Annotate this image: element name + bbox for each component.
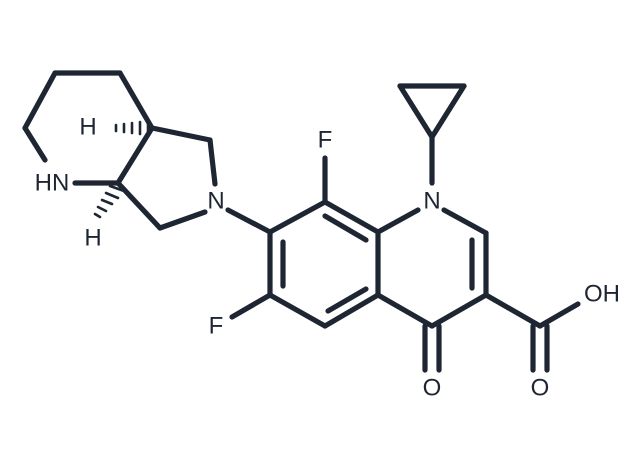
pyridone-ring [375,207,489,329]
atom-f-top: F [318,127,333,154]
stereo-hash-lower [93,184,126,219]
atom-o-acid: O [531,375,550,402]
atom-h-upper: H [79,114,96,141]
f-left-bond [229,292,273,320]
atom-f-left: F [209,313,224,340]
carboxylic-acid-group [483,292,581,373]
atom-n-ring: N [423,188,440,215]
atom-h-lower: H [84,225,101,252]
n-aryl-bond [225,207,273,235]
atom-nh: HN [35,170,70,197]
atom-o-ketone: O [423,375,442,402]
pyrrolidine-ring [115,125,218,231]
atom-oh: OH [584,281,620,308]
ketone-group [422,323,442,373]
stereo-hash-upper [114,119,150,137]
piperidine-ring [22,70,155,186]
cyclopropyl-group [397,83,467,186]
atom-n-pyrrolidine: N [207,188,224,215]
benzene-ring [267,199,381,329]
